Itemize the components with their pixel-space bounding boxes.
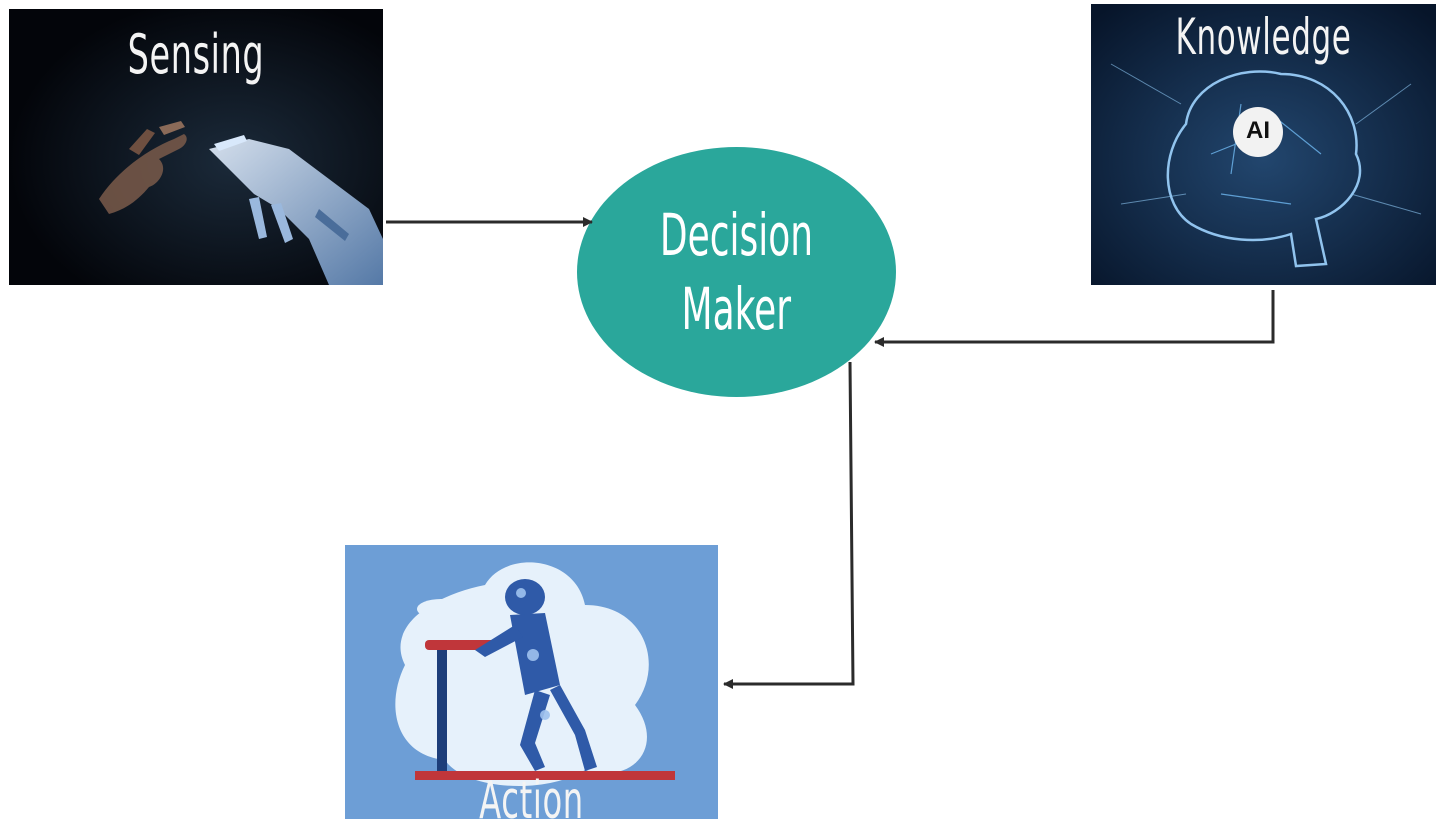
action-label: Action	[479, 771, 584, 819]
ai-badge-text: AI	[1246, 117, 1270, 144]
action-panel	[345, 545, 718, 819]
hands-illustration	[9, 9, 383, 285]
sensing-label: Sensing	[127, 23, 265, 86]
arrow-knowledge-to-decision	[874, 290, 1275, 347]
knowledge-panel: Knowledge AI	[1091, 4, 1436, 285]
knowledge-label: Knowledge	[1175, 8, 1352, 66]
decision-label-line1: Decision	[659, 201, 814, 269]
arrow-decision-to-action	[723, 361, 855, 689]
ai-badge	[1233, 107, 1283, 157]
decision-label-line2: Maker	[681, 275, 792, 343]
robot-treadmill-illustration	[345, 545, 718, 819]
decision-maker-node: Decision Maker	[577, 147, 896, 397]
sensing-panel: Sensing	[9, 9, 383, 285]
ai-brain-illustration	[1091, 4, 1436, 285]
